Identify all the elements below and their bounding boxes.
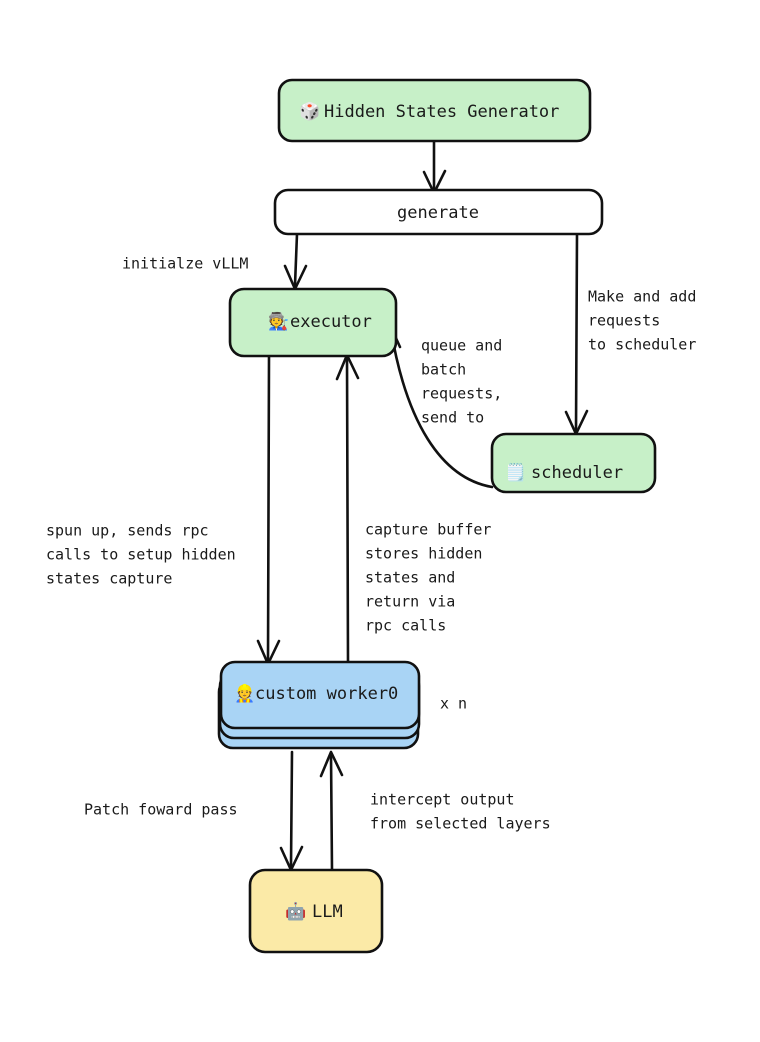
svg-text:to scheduler: to scheduler — [588, 336, 696, 354]
svg-text:requests,: requests, — [421, 385, 502, 403]
robot-icon: 🤖 — [285, 901, 306, 922]
node-generate[interactable]: generate — [273, 188, 604, 236]
edge-label-generate-to-scheduler: Make and add requests to scheduler — [588, 288, 696, 354]
svg-text:states and: states and — [365, 569, 455, 587]
node-llm[interactable]: 🤖 LLM — [248, 868, 384, 954]
generate-label: generate — [397, 203, 479, 223]
svg-text:calls to setup hidden: calls to setup hidden — [46, 546, 236, 564]
svg-text:batch: batch — [421, 361, 466, 379]
edge-label-generate-to-executor: initialze vLLM — [122, 255, 248, 273]
edge-label-executor-to-worker: spun up, sends rpc calls to setup hidden… — [46, 522, 236, 588]
svg-text:from selected layers: from selected layers — [370, 815, 551, 833]
svg-text:spun up, sends rpc: spun up, sends rpc — [46, 522, 209, 540]
construction-worker-icon: 👷 — [234, 683, 255, 704]
svg-text:return via: return via — [365, 593, 455, 611]
edge-label-worker-to-executor: capture buffer stores hidden states and … — [365, 521, 491, 635]
edge-worker-to-executor — [335, 353, 360, 664]
game-die-icon: 🎲 — [299, 101, 320, 122]
hidden-states-generator-label: Hidden States Generator — [324, 102, 559, 122]
llm-label: LLM — [312, 902, 343, 922]
executor-label: executor — [290, 312, 372, 332]
edge-label-llm-to-worker: intercept output from selected layers — [370, 791, 551, 833]
svg-text:capture buffer: capture buffer — [365, 521, 491, 539]
edge-generator-to-generate — [422, 138, 447, 195]
custom-worker-multiplier-label: x n — [440, 695, 467, 713]
node-executor[interactable]: 🧑‍🏭 executor — [228, 287, 398, 358]
svg-text:stores hidden: stores hidden — [365, 545, 482, 563]
custom-worker-stack-layer-front — [219, 660, 421, 730]
svg-text:rpc calls: rpc calls — [365, 617, 446, 635]
svg-text:requests: requests — [588, 312, 660, 330]
edge-generate-to-executor — [283, 232, 308, 291]
edge-llm-to-worker — [319, 750, 344, 872]
node-scheduler[interactable]: 🗒️ scheduler — [490, 432, 657, 494]
edge-executor-to-worker — [256, 354, 281, 666]
edge-generate-to-scheduler — [564, 232, 589, 436]
svg-text:intercept output: intercept output — [370, 791, 515, 809]
scheduler-label: scheduler — [531, 463, 623, 483]
svg-text:states capture: states capture — [46, 570, 172, 588]
node-custom-worker[interactable]: 👷 custom worker0 — [217, 660, 421, 750]
svg-text:queue and: queue and — [421, 337, 502, 355]
node-hidden-states-generator[interactable]: 🎲 Hidden States Generator — [277, 78, 592, 143]
edge-label-scheduler-to-executor: queue and batch requests, send to — [421, 337, 502, 427]
edge-worker-to-llm — [279, 750, 304, 872]
svg-text:Make and add: Make and add — [588, 288, 696, 306]
custom-worker-label: custom worker0 — [255, 684, 398, 704]
notepad-icon: 🗒️ — [505, 462, 526, 483]
factory-worker-icon: 🧑‍🏭 — [268, 311, 289, 332]
svg-text:send to: send to — [421, 409, 484, 427]
edge-label-worker-to-llm: Patch foward pass — [84, 801, 238, 819]
